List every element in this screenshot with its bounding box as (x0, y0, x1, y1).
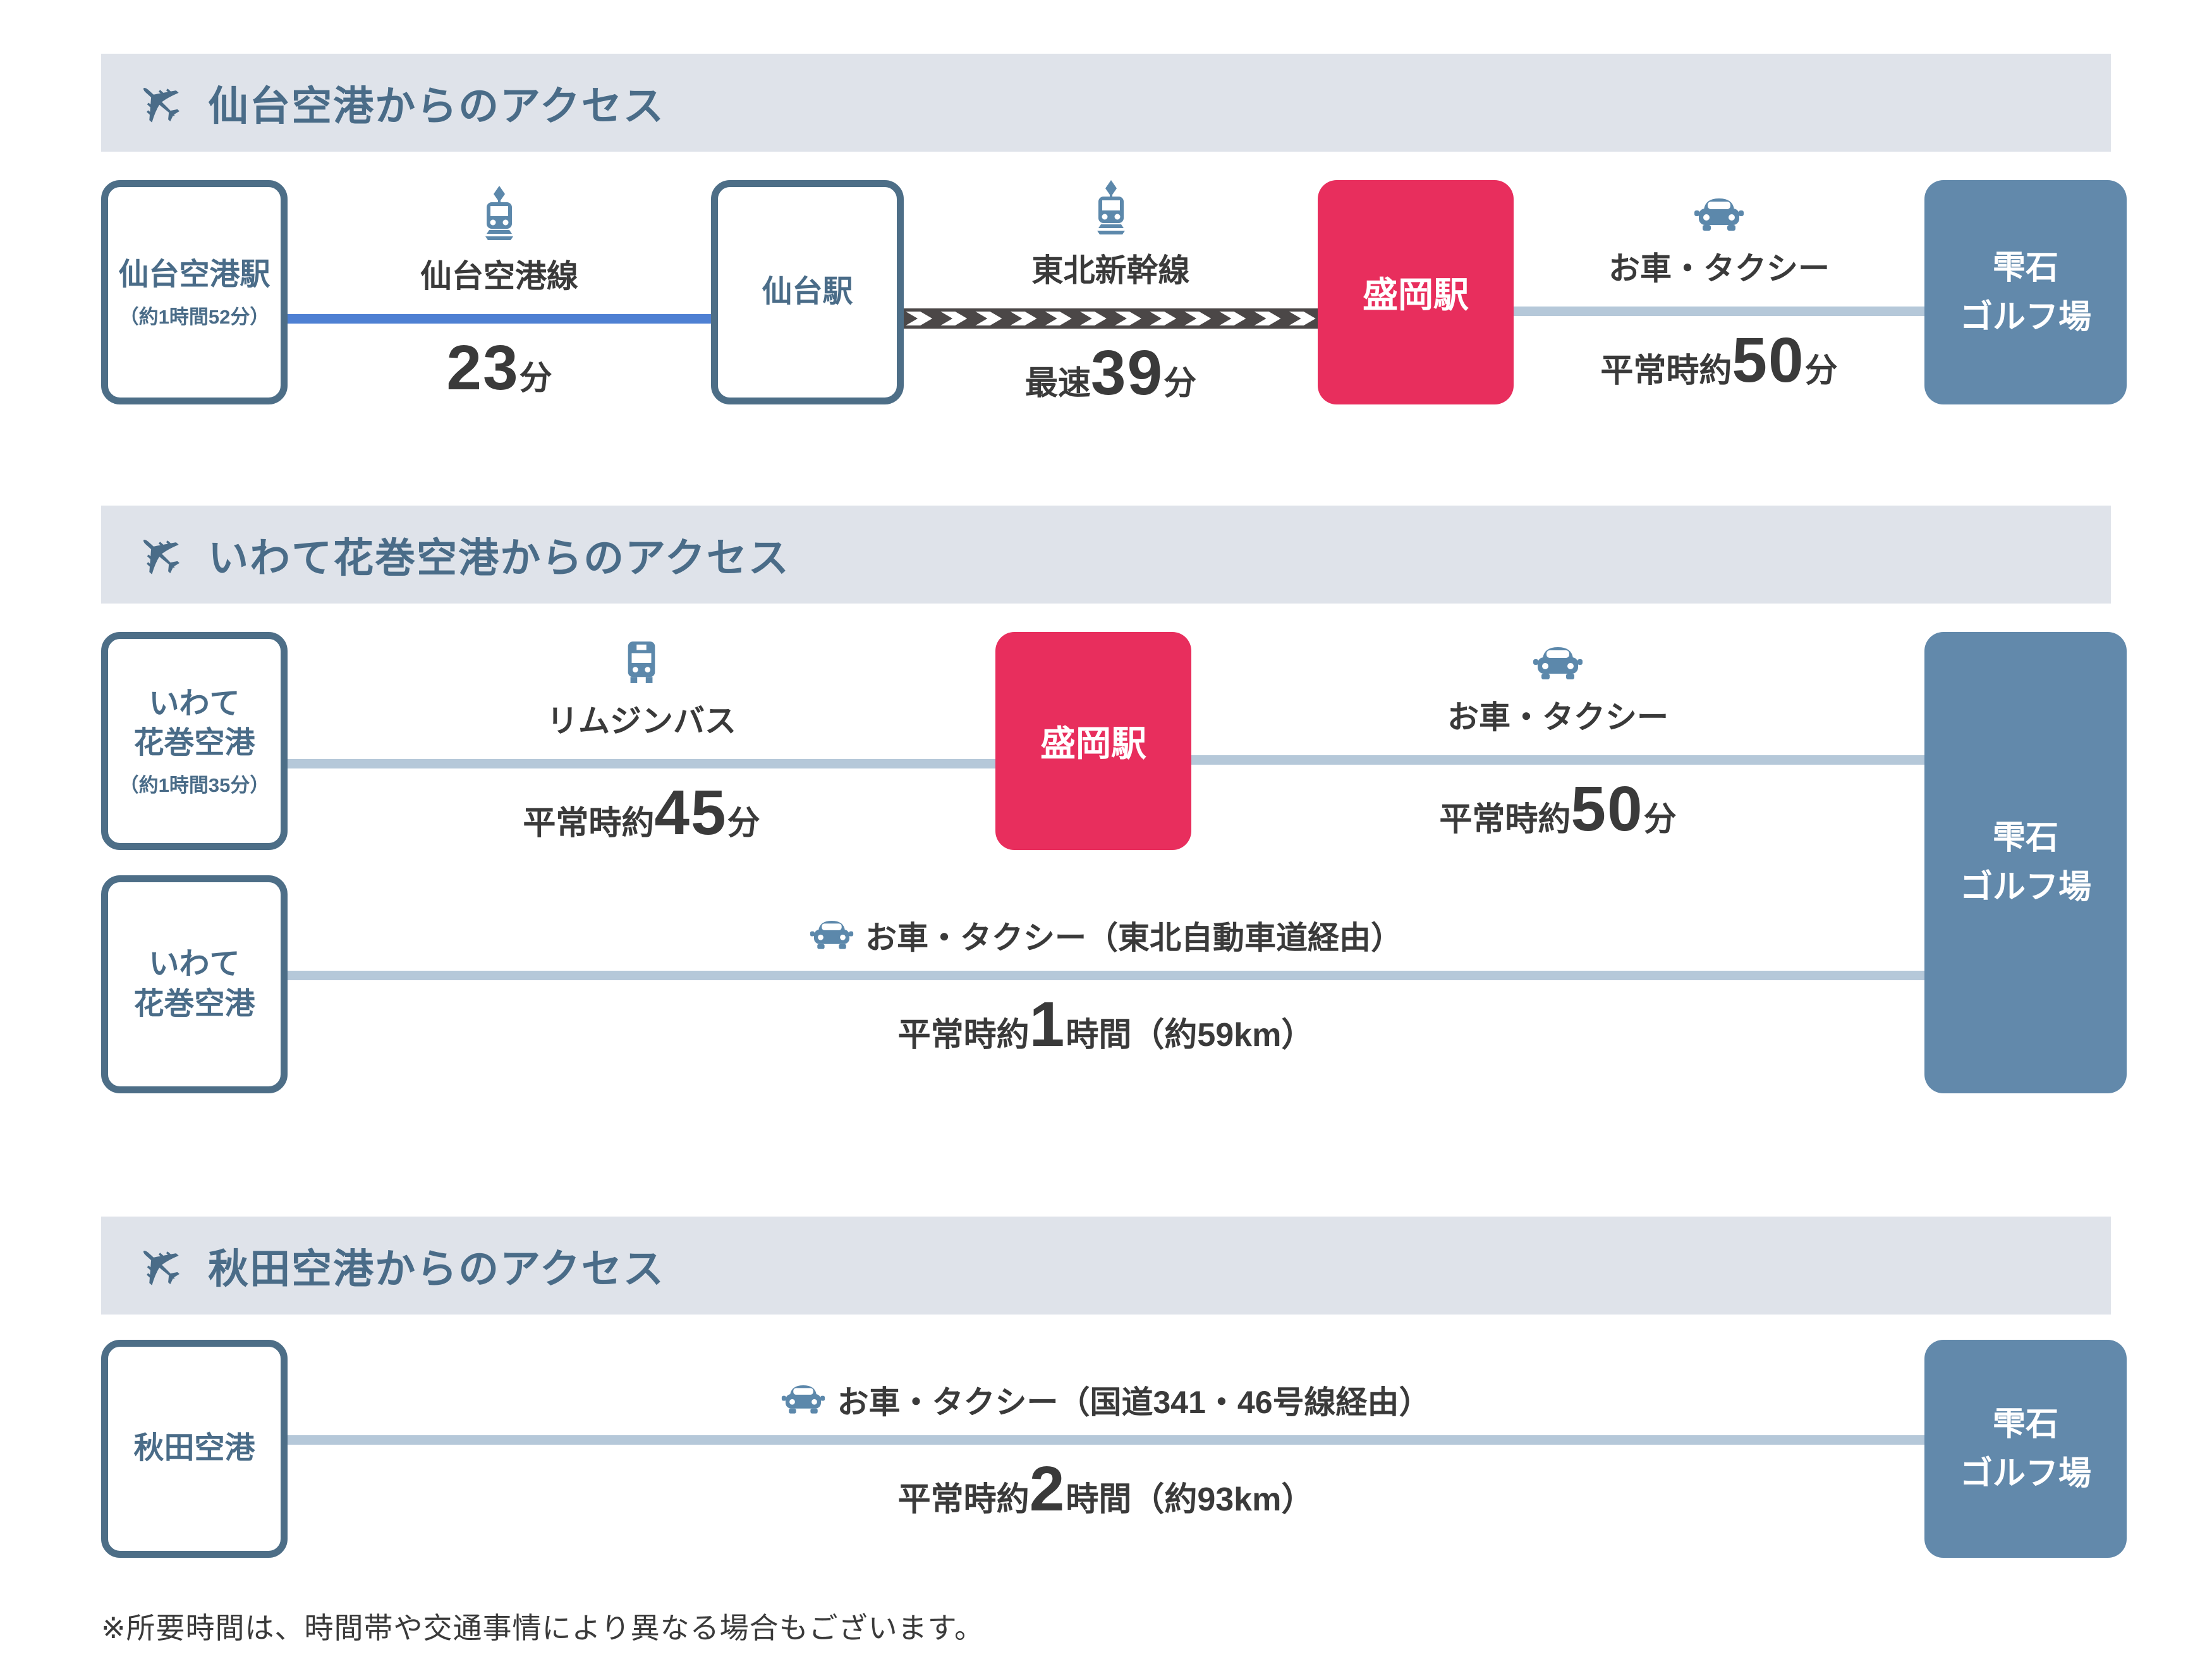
airplane-icon: ✈ (116, 60, 200, 145)
station-box-sendai-station: 仙台駅 (711, 180, 904, 404)
section-header-hanamaki: ✈ いわて花巻空港からのアクセス (101, 506, 2111, 604)
train-icon (479, 185, 520, 245)
station-box-hanamaki-airport-b: いわて 花巻空港 (101, 875, 288, 1093)
station-box-sendai-airport-station: 仙台空港駅 （約1時間52分） (101, 180, 288, 404)
car-icon (781, 1381, 825, 1419)
route-label-row: お車・タクシー（東北自動車道経由） (810, 913, 1402, 958)
destination-box-shizukuishi-golf-2: 雫石 ゴルフ場 (1924, 632, 2127, 1093)
airplane-icon: ✈ (116, 1223, 200, 1308)
station-box-morioka-station-2: 盛岡駅 (995, 632, 1191, 850)
destination-box-shizukuishi-golf-3: 雫石 ゴルフ場 (1924, 1340, 2127, 1558)
route-label-row: お車・タクシー（国道341・46号線経由） (781, 1377, 1431, 1423)
route-label: 仙台空港線 (420, 258, 578, 294)
road-line (281, 758, 1002, 768)
route-label: お車・タクシー (1608, 250, 1830, 286)
route-label: リムジンバス (547, 703, 736, 739)
road-line (281, 971, 1931, 980)
shinkansen-icon (1091, 180, 1131, 239)
road-line (1507, 306, 1931, 316)
footnote: ※所要時間は、時間帯や交通事情により異なる場合もございます。 (101, 1612, 985, 1644)
bus-icon (622, 638, 661, 689)
section-title: いわて花巻空港からのアクセス (208, 535, 790, 581)
car-icon (1694, 193, 1744, 237)
destination-box-shizukuishi-golf: 雫石 ゴルフ場 (1924, 180, 2127, 404)
section-title: 秋田空港からのアクセス (208, 1246, 665, 1292)
route-label: 東北新幹線 (1031, 253, 1190, 288)
route-label: お車・タクシー（国道341・46号線経由） (837, 1385, 1431, 1420)
station-box-morioka-station: 盛岡駅 (1318, 180, 1514, 404)
rail-line (281, 313, 717, 324)
airplane-icon: ✈ (116, 512, 200, 597)
road-line (281, 1435, 1931, 1445)
section-header-akita: ✈ 秋田空港からのアクセス (101, 1217, 2111, 1315)
station-box-hanamaki-airport-a: いわて 花巻空港 （約1時間35分） (101, 632, 288, 850)
section-header-sendai: ✈ 仙台空港からのアクセス (101, 54, 2111, 152)
route-label: お車・タクシー（東北自動車道経由） (865, 920, 1402, 956)
section-title: 仙台空港からのアクセス (208, 83, 665, 129)
station-box-akita-airport: 秋田空港 (101, 1340, 288, 1558)
road-line (1185, 755, 1931, 765)
route-label: お車・タクシー (1447, 699, 1668, 735)
car-icon (810, 916, 854, 955)
shinkansen-line (897, 308, 1324, 329)
car-icon (1533, 642, 1583, 686)
